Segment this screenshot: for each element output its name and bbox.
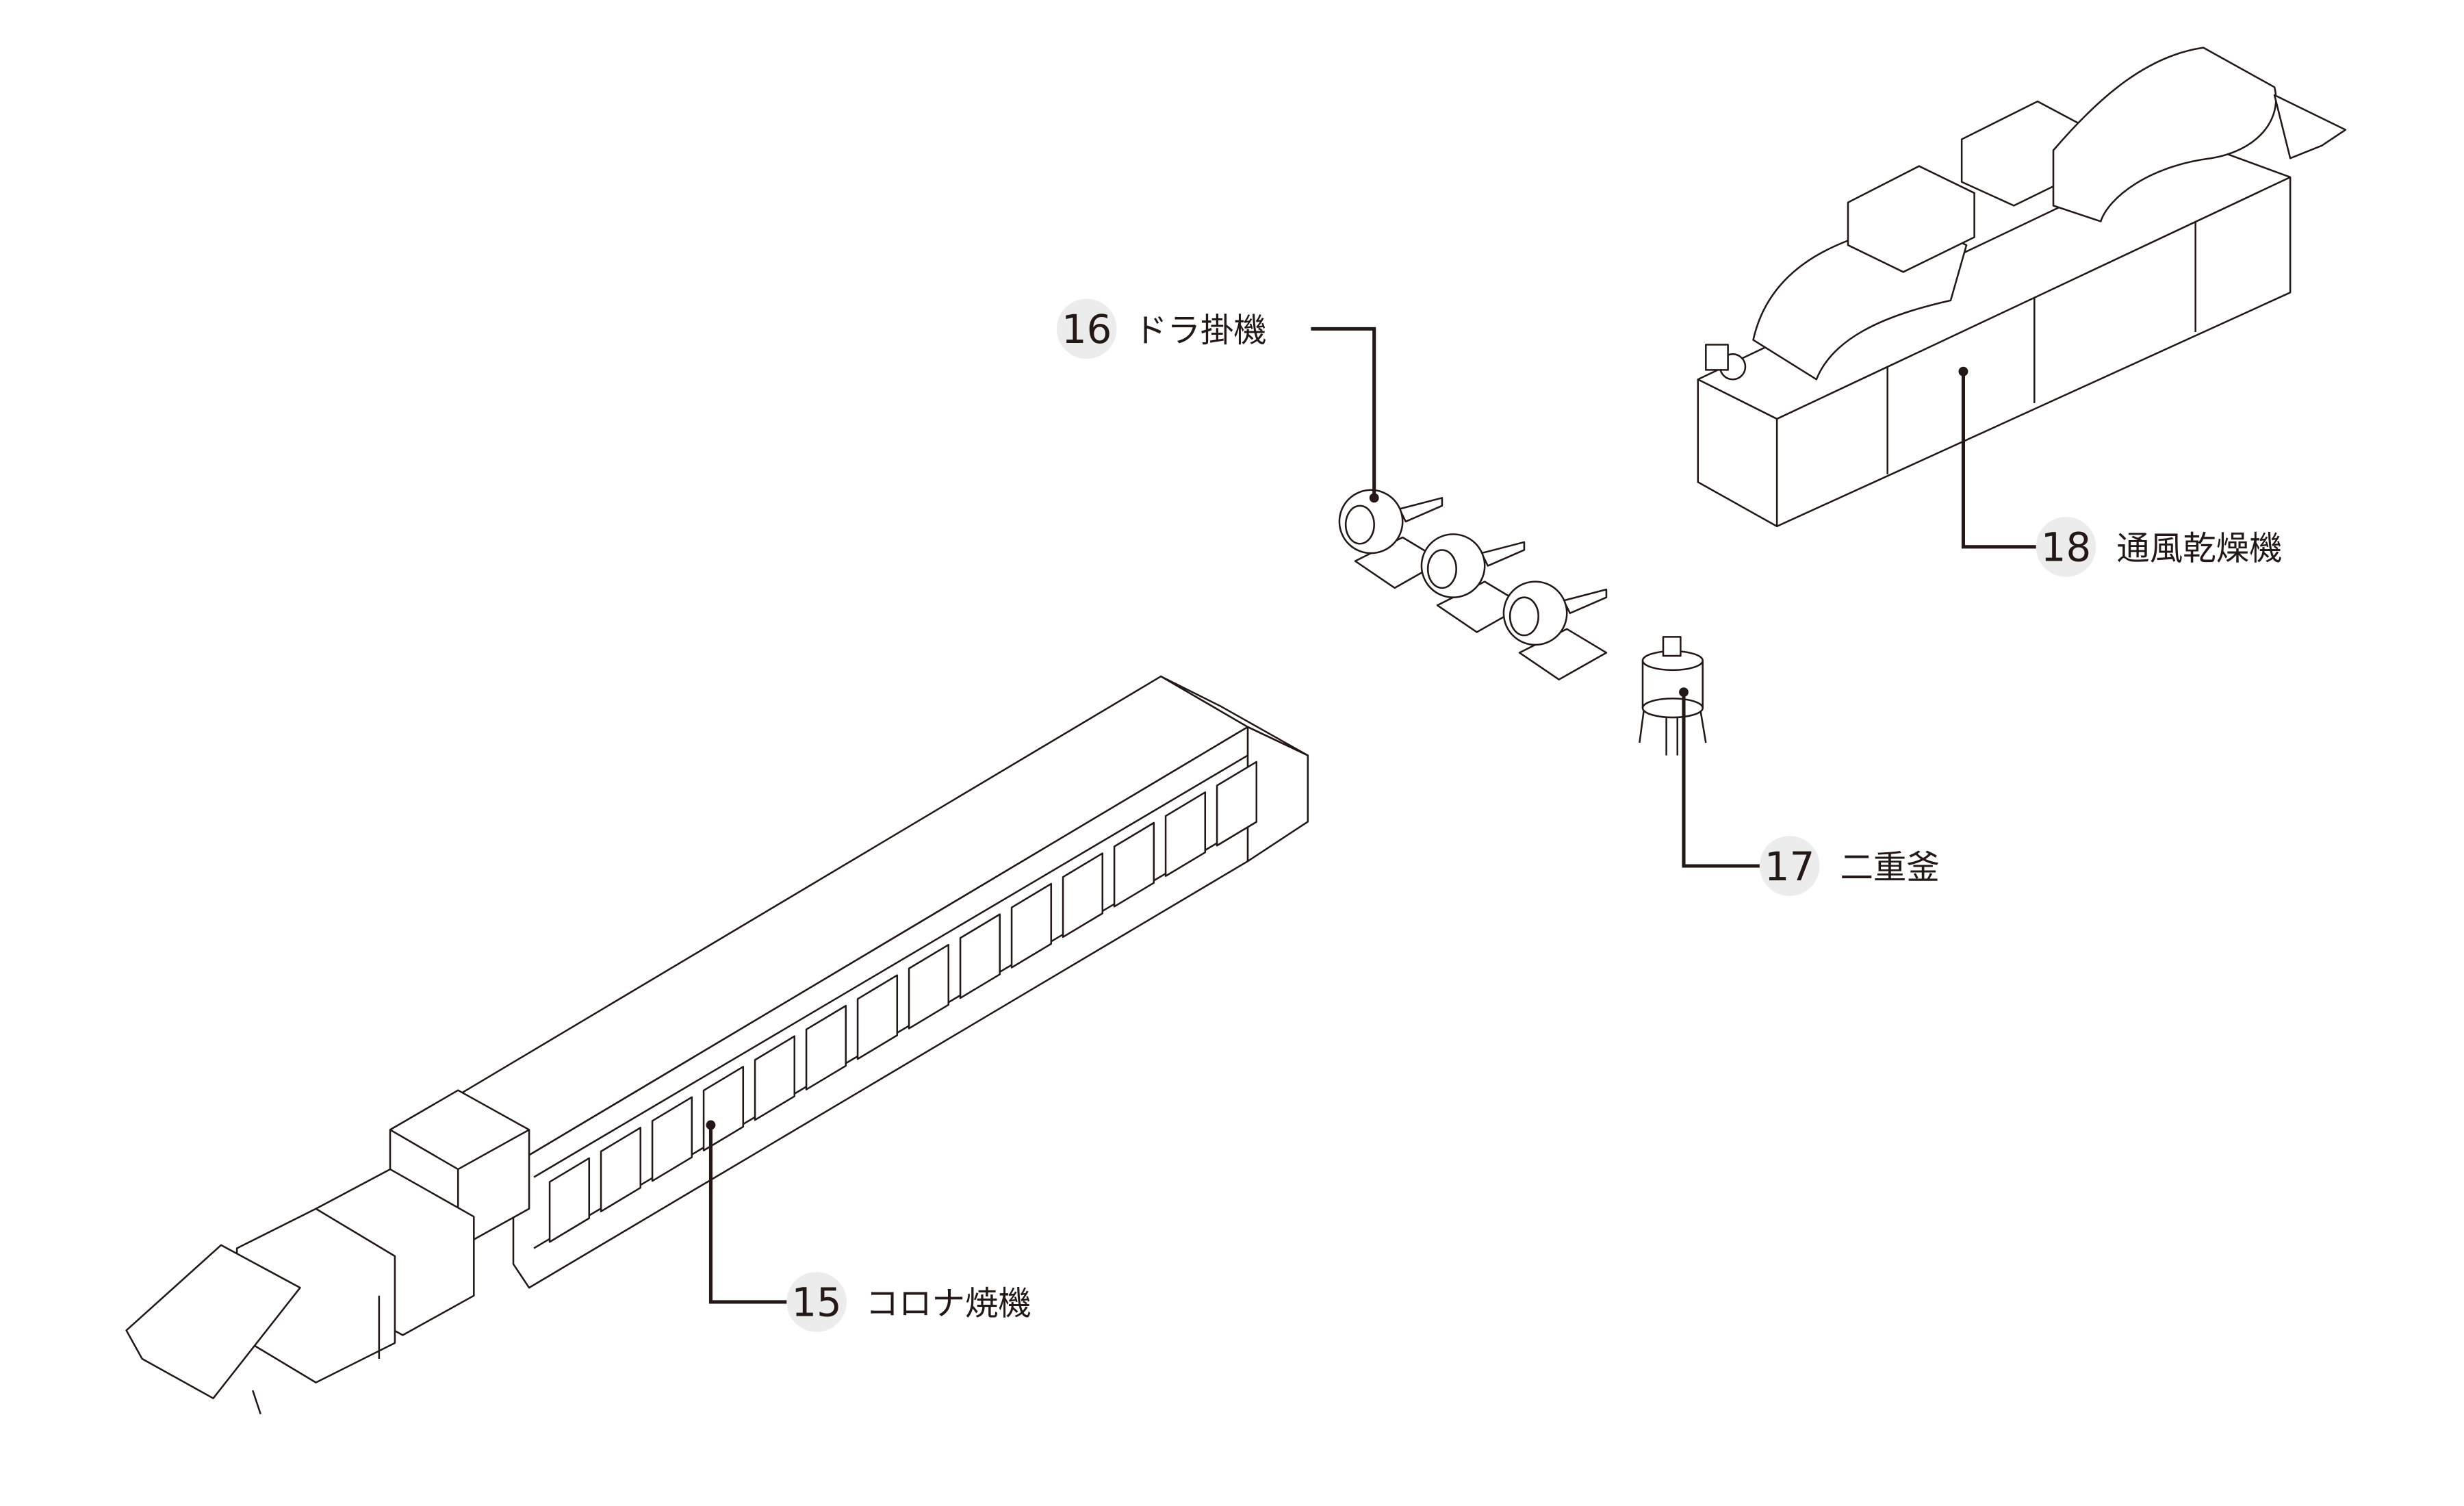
oven-window [856, 974, 899, 1060]
drum-motor [1398, 497, 1443, 523]
label-number: 15 [791, 1279, 841, 1326]
label-number: 18 [2041, 524, 2091, 571]
oven-window [600, 1127, 642, 1212]
label-name: 二重釜 [1840, 848, 1939, 886]
oven-window [754, 1035, 796, 1121]
double-kettle-machine [1639, 636, 1707, 756]
oven-window [805, 1004, 847, 1090]
oven-window [1062, 852, 1104, 939]
oven-window [908, 943, 950, 1030]
label-17: 17 二重釜 [1759, 836, 1940, 896]
label-number: 16 [1062, 306, 1112, 353]
ventilation-dryer-machine [1697, 47, 2347, 528]
oven-window [1010, 882, 1053, 969]
oven-window [959, 913, 1001, 999]
drum-opening [1509, 596, 1539, 637]
corona-oven-machine [125, 675, 1309, 1415]
leader-lines [706, 327, 2038, 1304]
oven-window [1216, 761, 1258, 847]
label-name: 通風乾燥機 [2116, 529, 2282, 567]
label-name: コロナ焼機 [866, 1284, 1031, 1323]
drum-opening [1426, 549, 1457, 589]
label-number: 17 [1764, 843, 1814, 890]
oven-window [1113, 821, 1155, 908]
oven-window [548, 1157, 591, 1243]
drum-opening [1344, 505, 1375, 545]
oven-window [651, 1096, 693, 1182]
label-name: ドラ掛機 [1134, 311, 1267, 350]
label-15: 15 コロナ焼機 [786, 1272, 1031, 1332]
drum-coating-machines [1338, 489, 1608, 680]
oven-window [1164, 791, 1207, 878]
oven-window [702, 1066, 745, 1151]
drum-motor [1480, 541, 1526, 567]
label-18: 18 通風乾燥機 [2036, 517, 2283, 577]
drum-motor [1563, 588, 1608, 615]
label-16: 16 ドラ掛機 [1056, 298, 1267, 359]
